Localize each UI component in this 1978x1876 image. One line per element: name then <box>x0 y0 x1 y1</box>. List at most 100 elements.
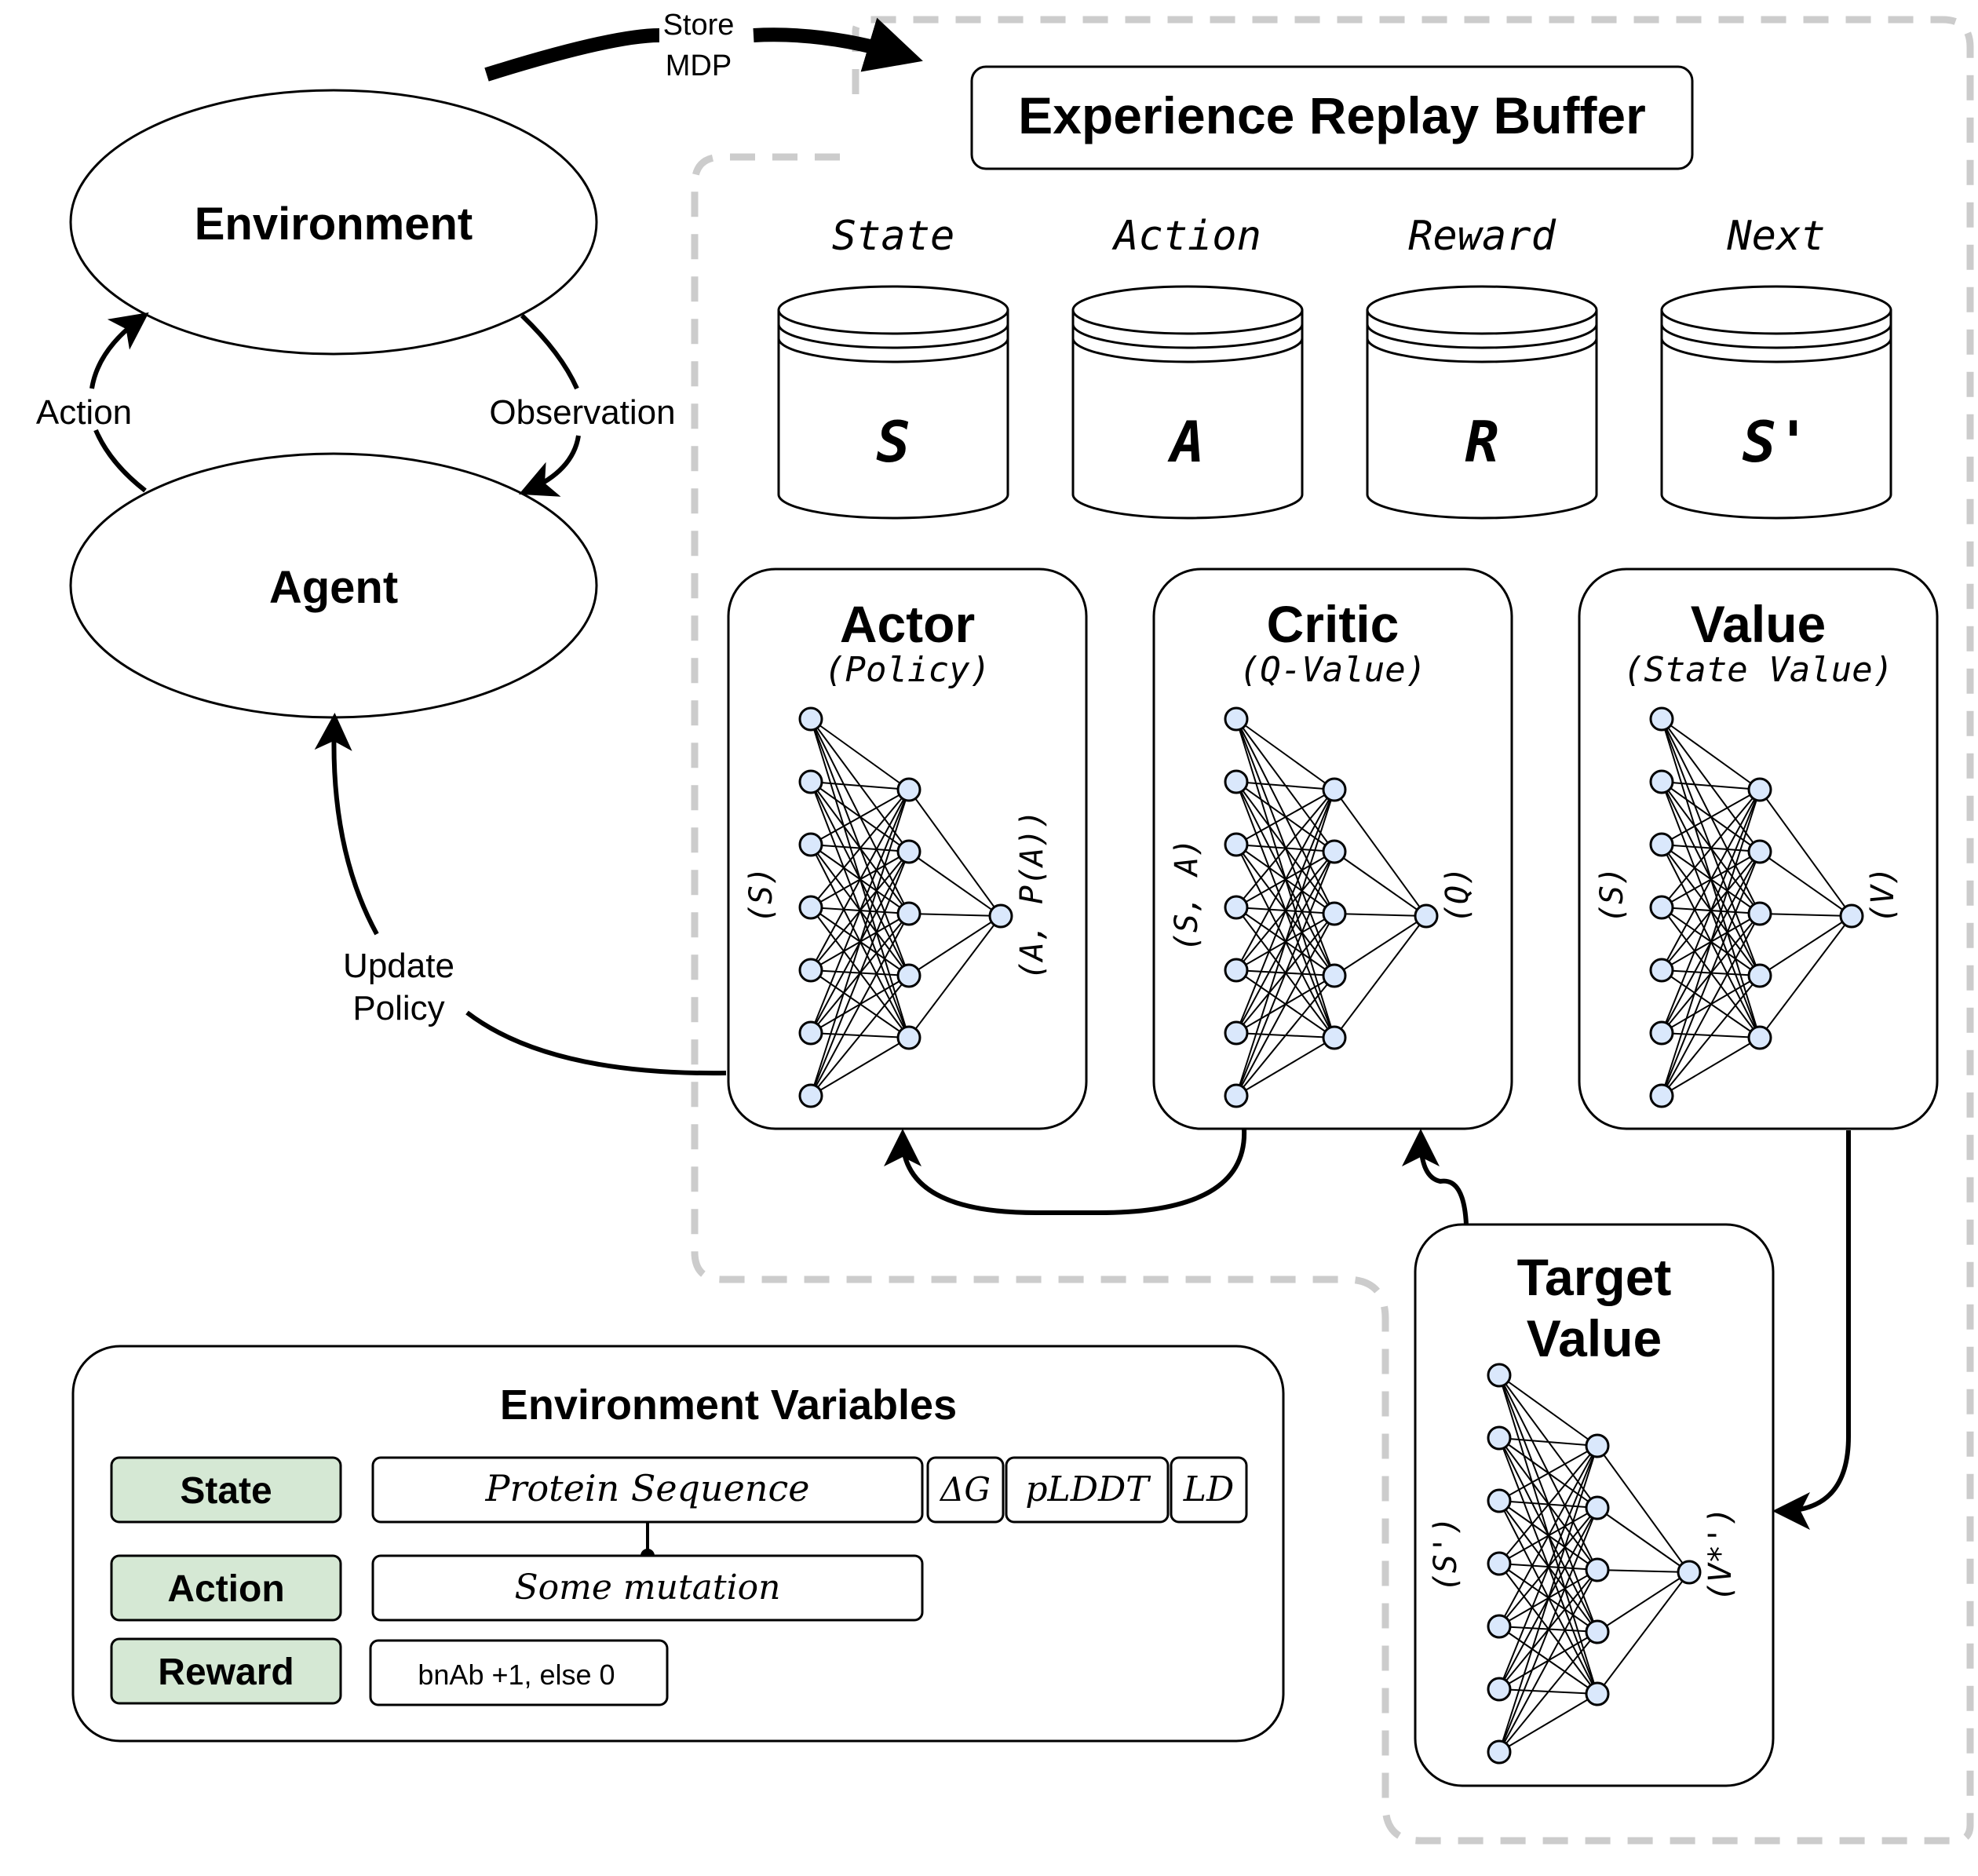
edge <box>810 789 910 845</box>
actor-output-label: (A, P(A)) <box>1014 810 1050 980</box>
cylinder-top <box>1660 285 1892 335</box>
reward-value-box <box>369 1639 669 1706</box>
cylinder-top <box>1071 285 1304 335</box>
hidden-node <box>1585 1557 1610 1582</box>
cylinder-top <box>777 285 1009 335</box>
edge <box>810 913 910 1097</box>
edge <box>1597 1445 1690 1573</box>
hidden-node <box>1585 1495 1610 1520</box>
value-output-label: (V) <box>1865 867 1901 923</box>
hidden-node <box>1747 839 1772 864</box>
edge <box>1759 913 1852 917</box>
observation-arrow <box>522 313 581 491</box>
buffer-title: Experience Replay Buffer <box>1018 86 1646 144</box>
reward-value: bnAb +1, else 0 <box>418 1659 615 1691</box>
input-node <box>798 769 823 794</box>
edge <box>1498 1631 1598 1753</box>
buffer-title-box <box>970 65 1694 170</box>
hidden-node <box>1585 1619 1610 1644</box>
column-symbol: S' <box>1743 409 1811 475</box>
cylinder-ring <box>1071 338 1304 363</box>
state-label-box <box>110 1456 342 1524</box>
input-node <box>1487 1488 1512 1513</box>
column-header: Reward <box>1408 213 1556 260</box>
target-title-line: Target <box>1517 1248 1672 1306</box>
store-mdp-arrow <box>484 35 903 75</box>
cylinder-ring <box>1071 323 1304 349</box>
state-label: State <box>180 1470 272 1512</box>
hidden-node <box>1322 1025 1347 1050</box>
agent-label: Agent <box>269 562 398 613</box>
input-node <box>1649 895 1674 920</box>
hidden-node <box>896 777 921 802</box>
ld: LD <box>1183 1469 1235 1509</box>
edge <box>1498 1445 1598 1564</box>
input-node <box>1649 1083 1674 1108</box>
edge <box>1235 789 1335 1034</box>
edge <box>1235 789 1335 1097</box>
input-node <box>1224 706 1249 732</box>
edge <box>1334 915 1427 976</box>
edge <box>1334 915 1427 1038</box>
edge <box>1235 789 1335 971</box>
action-label: Action <box>167 1568 284 1610</box>
edge <box>1334 913 1427 917</box>
input-node <box>798 1020 823 1046</box>
hidden-node <box>896 1025 921 1050</box>
actor-network: Actor(Policy)(S)(A, P(A)) <box>727 568 1088 1130</box>
network-graph <box>798 706 1013 1108</box>
hidden-node <box>896 963 921 988</box>
edge <box>1661 718 1761 790</box>
column-symbol: A <box>1167 409 1204 475</box>
input-node <box>1224 958 1249 983</box>
edge <box>1597 1507 1690 1573</box>
edge <box>810 975 910 1097</box>
critic-title: Critic <box>1267 595 1400 653</box>
edge <box>1235 1037 1335 1097</box>
edge <box>1759 789 1852 917</box>
input-node <box>1224 769 1249 794</box>
edge <box>810 718 910 790</box>
column-header: Action <box>1111 213 1261 260</box>
edge <box>1498 1445 1598 1502</box>
edge <box>1498 1693 1598 1753</box>
edge <box>1498 1445 1598 1753</box>
target-input-label: (S') <box>1428 1516 1464 1592</box>
network-graph <box>1224 706 1439 1108</box>
edge <box>810 789 910 1034</box>
cylinder-body <box>1366 310 1598 520</box>
plddt: pLDDT <box>1025 1469 1151 1509</box>
network-graph <box>1649 706 1864 1108</box>
network-panels: Actor(Policy)(S)(A, P(A)) Critic(Q-Value)… <box>727 568 1939 1130</box>
edge <box>1661 789 1761 971</box>
value-subtitle: (State Value) <box>1623 650 1893 690</box>
column-symbol: S <box>876 409 910 475</box>
input-node <box>1487 1739 1512 1765</box>
edge <box>1498 1507 1598 1753</box>
output-node <box>988 903 1013 929</box>
edge <box>908 913 1002 917</box>
edge <box>1661 789 1761 1034</box>
edge <box>1661 789 1761 1097</box>
protein-sequence: Protein Sequence <box>485 1467 810 1509</box>
cylinder-ring <box>1366 323 1598 349</box>
edge <box>1334 789 1427 917</box>
critic-subtitle: (Q-Value) <box>1239 650 1426 690</box>
hidden-node <box>1322 963 1347 988</box>
edge <box>1661 789 1761 845</box>
edge <box>1235 789 1335 908</box>
edge <box>908 851 1002 917</box>
action-label-box <box>110 1554 342 1622</box>
hidden-node <box>1585 1433 1610 1458</box>
hidden-node <box>896 839 921 864</box>
environment-node <box>69 89 598 356</box>
action-arrow-label: Action <box>36 393 132 432</box>
critic-output-label: (Q) <box>1440 867 1476 923</box>
input-node <box>1649 958 1674 983</box>
update-policy-label-line1: Update <box>343 947 454 985</box>
